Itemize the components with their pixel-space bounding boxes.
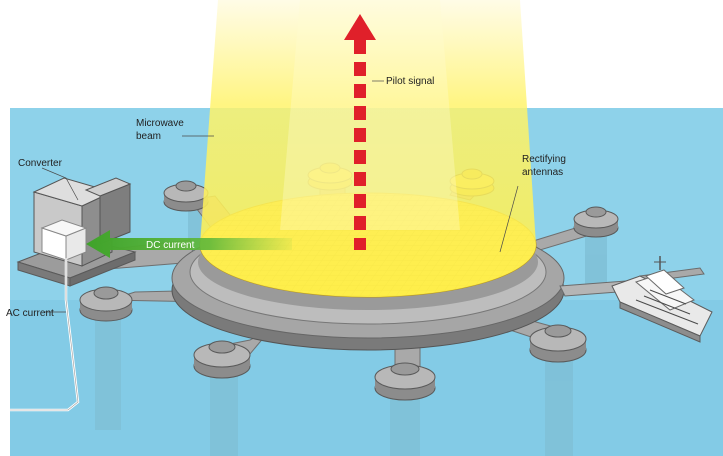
converter-label: Converter	[18, 158, 63, 169]
pylon	[529, 324, 587, 363]
pylon	[79, 286, 133, 322]
pylon	[374, 362, 436, 401]
rectifying-antennas-label-line1: Rectifying	[522, 154, 566, 165]
leader-lines	[41, 80, 519, 313]
ac-current-label: AC current	[6, 308, 54, 319]
microwave-beam-label-line2: beam	[136, 131, 161, 142]
microwave-beam-highlight	[280, 0, 460, 230]
pylon	[193, 340, 251, 379]
pilot-signal-label: Pilot signal	[386, 76, 434, 87]
dc-current-arrow	[86, 230, 292, 258]
ship	[611, 256, 713, 343]
pilot-signal-arrow	[344, 14, 376, 250]
dc-current-label: DC current	[146, 240, 195, 251]
pylon	[573, 206, 619, 238]
microwave-beam-label-line1: Microwave	[136, 118, 184, 129]
rectifying-antennas-label-line2: antennas	[522, 167, 563, 178]
microwave-beam	[200, 0, 536, 297]
